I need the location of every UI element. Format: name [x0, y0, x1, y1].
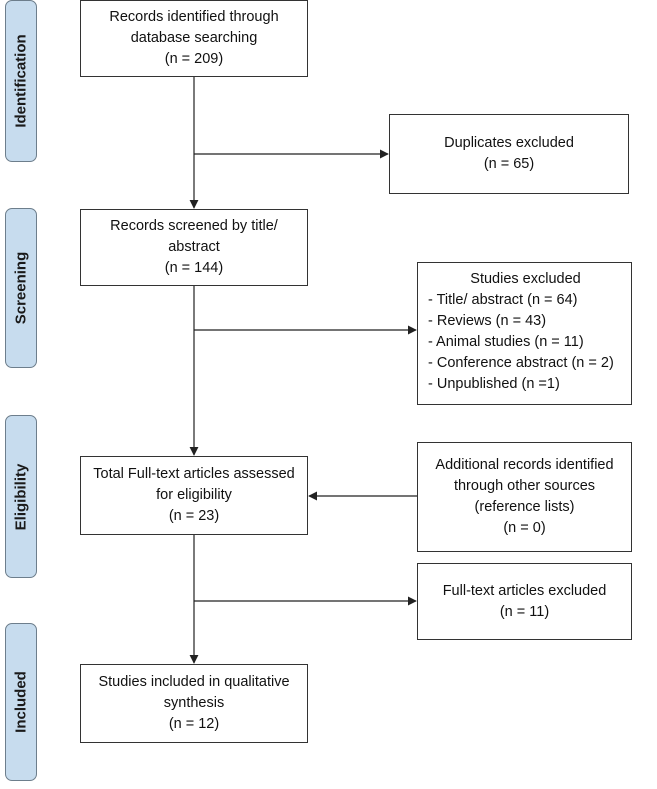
phase-eligibility-label: Eligibility — [12, 463, 30, 530]
additional-records-line-3: (reference lists) — [474, 499, 575, 515]
records-screened-box: Records screened by title/ abstract (n =… — [80, 209, 308, 286]
studies-included-line-2: synthesis — [163, 695, 225, 711]
studies-excluded-item: - Animal studies (n = 11) — [428, 334, 584, 350]
phase-identification: Identification — [5, 0, 37, 162]
records-screened-count: (n = 144) — [164, 260, 224, 276]
additional-records-line-2: through other sources — [453, 478, 596, 494]
duplicates-excluded-label: Duplicates excluded — [444, 135, 574, 151]
studies-included-line-1: Studies included in qualitative — [98, 674, 290, 690]
fulltext-assessed-box: Total Full-text articles assessed for el… — [80, 456, 308, 535]
studies-excluded-item: - Unpublished (n =1) — [428, 376, 560, 392]
fulltext-assessed-count: (n = 23) — [168, 508, 220, 524]
studies-excluded-item: - Title/ abstract (n = 64) — [428, 292, 578, 308]
fulltext-excluded-label: Full-text articles excluded — [442, 582, 607, 599]
studies-excluded-title: Studies excluded — [470, 271, 581, 287]
additional-records-count: (n = 0) — [503, 520, 546, 536]
studies-excluded-box: Studies excluded - Title/ abstract (n = … — [417, 262, 632, 405]
additional-records-box: Additional records identified through ot… — [417, 442, 632, 552]
records-identified-line-1: Records identified through — [109, 9, 279, 25]
studies-included-count: (n = 12) — [168, 716, 220, 732]
phase-included: Included — [5, 623, 37, 781]
fulltext-excluded-count: (n = 11) — [499, 603, 550, 620]
fulltext-assessed-line-1: Total Full-text articles assessed — [93, 466, 295, 482]
phase-identification-label: Identification — [12, 34, 30, 128]
duplicates-excluded-box: Duplicates excluded (n = 65) — [389, 114, 629, 194]
records-screened-line-2: abstract — [168, 239, 220, 255]
fulltext-excluded-box: Full-text articles excluded (n = 11) — [417, 563, 632, 640]
phase-included-label: Included — [12, 671, 30, 733]
phase-eligibility: Eligibility — [5, 415, 37, 578]
additional-records-line-1: Additional records identified — [435, 457, 614, 473]
records-identified-count: (n = 209) — [164, 51, 224, 67]
studies-included-box: Studies included in qualitative synthesi… — [80, 664, 308, 743]
duplicates-excluded-count: (n = 65) — [483, 156, 535, 172]
phase-screening: Screening — [5, 208, 37, 368]
records-screened-line-1: Records screened by title/ — [110, 218, 278, 234]
studies-excluded-item: - Conference abstract (n = 2) — [428, 355, 614, 371]
records-identified-line-2: database searching — [130, 30, 258, 46]
fulltext-assessed-line-2: for eligibility — [156, 487, 232, 503]
phase-screening-label: Screening — [12, 251, 30, 325]
studies-excluded-item: - Reviews (n = 43) — [428, 313, 547, 329]
records-identified-box: Records identified through database sear… — [80, 0, 308, 77]
